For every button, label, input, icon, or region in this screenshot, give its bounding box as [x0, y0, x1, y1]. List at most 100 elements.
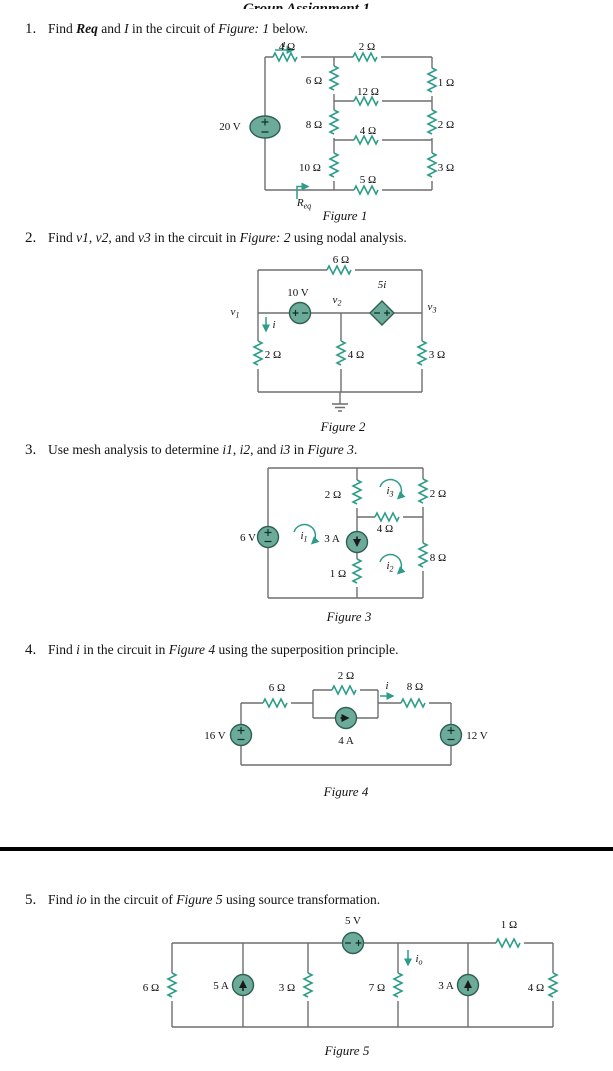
resistor-label: 3 Ω: [438, 162, 454, 174]
resistor-label: 3 Ω: [279, 982, 295, 994]
problem-4: 4.Find i in the circuit in Figure 4 usin…: [25, 642, 399, 659]
resistor-label: 8 Ω: [430, 552, 446, 564]
resistor-symbol: [262, 698, 288, 708]
req-label: Req: [296, 197, 311, 211]
mesh-current-label: i1: [300, 530, 307, 544]
problem-number: 5.: [25, 892, 37, 908]
resistor-label: 3 Ω: [429, 349, 445, 361]
mesh-current-arrow-icon: [379, 553, 406, 575]
problem-text-part: Find: [48, 21, 77, 36]
voltage-source-label: 16 V: [204, 730, 226, 742]
resistor-symbol: [253, 340, 263, 366]
problem-number: 2.: [25, 230, 37, 246]
problem-text-part: i: [76, 642, 80, 657]
current-source-icon: [231, 973, 255, 997]
resistor-symbol: [352, 558, 362, 584]
resistor-label: 4 Ω: [528, 982, 544, 994]
resistor-symbol: [272, 52, 298, 62]
voltage-source-icon: [256, 525, 280, 549]
figure-3-circuit: 6 V 2 Ω 2 Ω 4 Ω 3 A 1 Ω 8 Ω i1 i3 i2 Fig…: [240, 467, 446, 624]
voltage-source-label: 6 V: [240, 532, 256, 544]
resistor-symbol: [418, 478, 428, 504]
page-break-divider: [0, 847, 613, 851]
resistor-symbol: [427, 67, 437, 93]
figure-caption: Figure 5: [324, 1043, 370, 1058]
problem-text-part: using nodal analysis.: [290, 230, 407, 245]
problem-text-part: in the circuit of: [86, 892, 177, 907]
circuit-wires: [257, 269, 423, 412]
problem-text-part: i2: [239, 442, 251, 457]
problem-number: 4.: [25, 642, 37, 658]
resistor-label: 2 Ω: [325, 489, 341, 501]
problem-text-part: ,: [88, 230, 96, 245]
figure-4-circuit: 16 V 6 Ω 2 Ω 4 A i 8 Ω 12 V Figure 4: [204, 670, 488, 799]
circuit-wires: [267, 467, 424, 599]
voltage-source-icon: [249, 115, 281, 139]
figure-caption: Figure 2: [320, 419, 366, 434]
current-source-icon: [345, 530, 369, 554]
resistor-label: 2 Ω: [338, 670, 354, 682]
figure-2-circuit: 6 Ω 10 V 5i v1 v2 v3 i 2 Ω 4 Ω 3 Ω Figur…: [231, 255, 446, 434]
resistor-label: 8 Ω: [407, 681, 423, 693]
problem-text-part: Figure 4: [168, 642, 216, 657]
req-arrow-icon: [296, 182, 310, 199]
current-source-label: 3 A: [324, 533, 340, 545]
node-voltage-label: v2: [333, 294, 342, 308]
problem-text-part: using the superposition principle.: [215, 642, 399, 657]
voltage-source-label: 20 V: [219, 121, 241, 133]
problem-text-part: I: [124, 21, 129, 36]
problem-text-part: Figure 5: [176, 892, 223, 907]
figure-caption: Figure 4: [323, 784, 369, 799]
resistor-symbol: [495, 938, 521, 948]
voltage-source-label: 12 V: [466, 730, 488, 742]
resistor-label: 6 Ω: [143, 982, 159, 994]
voltage-source-icon: [439, 723, 463, 747]
problem-text-part: and: [97, 21, 125, 36]
resistor-symbol: [329, 152, 339, 178]
resistor-label: 6 Ω: [333, 255, 349, 266]
voltage-source-icon: [229, 723, 253, 747]
resistor-symbol: [417, 340, 427, 366]
resistor-label: 2 Ω: [430, 488, 446, 500]
circuit-wires: [171, 942, 554, 1028]
problem-number: 1.: [25, 21, 37, 37]
problem-text-part: i1: [222, 442, 233, 457]
resistor-label: 4 Ω: [377, 523, 393, 535]
resistor-label: 1 Ω: [438, 77, 454, 89]
problem-text-part: Figure 3: [307, 442, 354, 457]
resistor-symbol: [329, 109, 339, 135]
problem-text-part: in the circuit of: [128, 21, 219, 36]
problem-text-part: , and: [250, 442, 280, 457]
problem-5: 5.Find io in the circuit of Figure 5 usi…: [25, 892, 380, 909]
resistor-label: 7 Ω: [369, 982, 385, 994]
problem-text-part: Use mesh analysis to determine: [48, 442, 223, 457]
resistor-symbol: [418, 542, 428, 568]
dependent-source-label: 5i: [378, 279, 387, 291]
problem-text-part: in: [290, 442, 308, 457]
page-title-text: Group Assignment 1: [237, 0, 376, 9]
problem-text-part: v2: [95, 230, 109, 245]
voltage-source-icon: [341, 931, 365, 955]
resistor-symbol: [303, 972, 313, 998]
resistor-symbol: [353, 96, 379, 106]
problem-text-part: Figure: 1: [218, 21, 270, 36]
current-label: i: [385, 680, 388, 692]
figure-5-circuit: 5 V 1 Ω io 6 Ω 5 A 3 Ω 7 Ω 3 A 4 Ω Figur…: [143, 915, 558, 1058]
current-label: I: [281, 42, 287, 50]
resistor-symbol: [167, 972, 177, 998]
problem-text-part: in the circuit in: [150, 230, 240, 245]
circuit-wires: [240, 689, 452, 766]
resistor-label: 10 Ω: [299, 162, 321, 174]
mesh-current-label: i3: [386, 485, 393, 499]
problem-text-part: Req: [76, 21, 98, 36]
resistor-label: 12 Ω: [357, 86, 379, 98]
resistor-symbol: [352, 52, 378, 62]
resistor-label: 4 Ω: [279, 42, 295, 53]
problem-text-part: v3: [138, 230, 151, 245]
resistor-label: 4 Ω: [360, 125, 376, 137]
figure-caption: Figure 3: [326, 609, 372, 624]
resistor-symbol: [427, 109, 437, 135]
problem-2: 2.Find v1, v2, and v3 in the circuit in …: [25, 230, 407, 247]
problem-text-part: Figure: 2: [239, 230, 291, 245]
voltage-source-icon: [288, 301, 312, 325]
